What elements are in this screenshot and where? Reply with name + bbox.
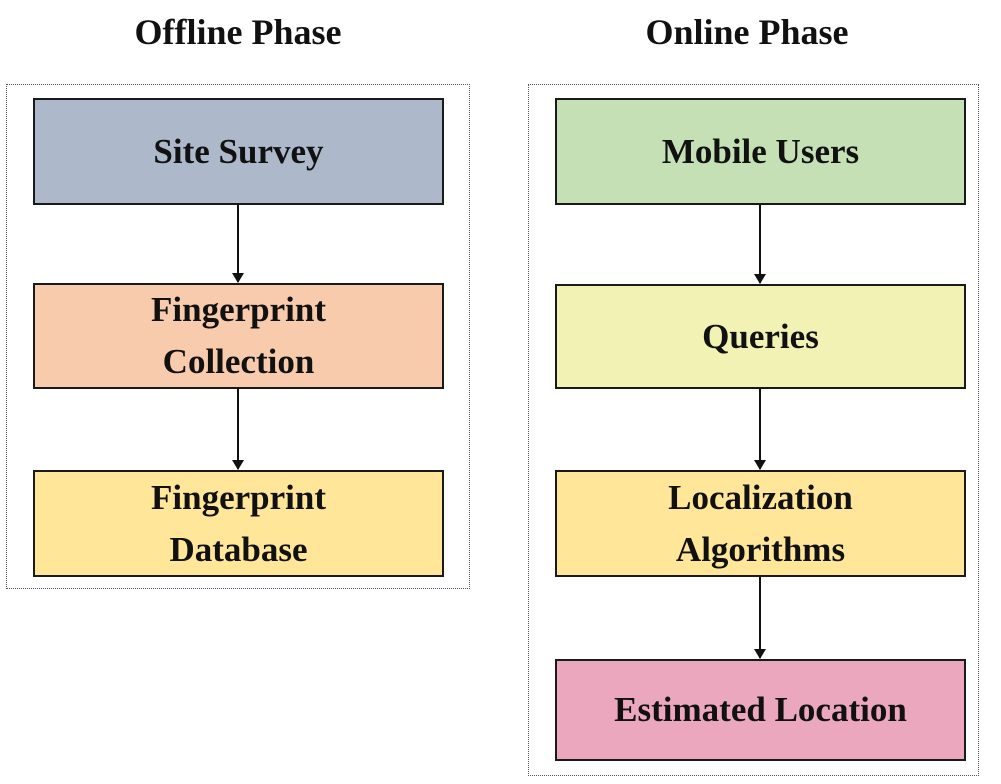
online-phase-title: Online Phase	[645, 12, 849, 52]
estimated-location-box: Estimated Location	[555, 659, 966, 761]
localization-algorithms-label: Localization Algorithms	[668, 477, 853, 569]
mobile-users-label: Mobile Users	[661, 131, 860, 171]
queries-label: Queries	[702, 316, 819, 356]
mobile-users-box: Mobile Users	[555, 98, 966, 205]
fingerprint-database-box: Fingerprint Database	[33, 470, 444, 577]
online-phase-frame	[528, 84, 979, 776]
site-survey-label: Site Survey	[153, 131, 324, 171]
fingerprint-collection-box: Fingerprint Collection	[33, 283, 444, 389]
estimated-location-label: Estimated Location	[614, 690, 907, 729]
offline-phase-frame	[6, 84, 470, 589]
fingerprint-database-label: Fingerprint Database	[151, 477, 326, 569]
queries-box: Queries	[555, 284, 966, 389]
fingerprint-collection-label: Fingerprint Collection	[151, 290, 326, 381]
offline-phase-title: Offline Phase	[134, 12, 342, 52]
localization-algorithms-box: Localization Algorithms	[555, 470, 966, 577]
site-survey-box: Site Survey	[33, 98, 444, 205]
